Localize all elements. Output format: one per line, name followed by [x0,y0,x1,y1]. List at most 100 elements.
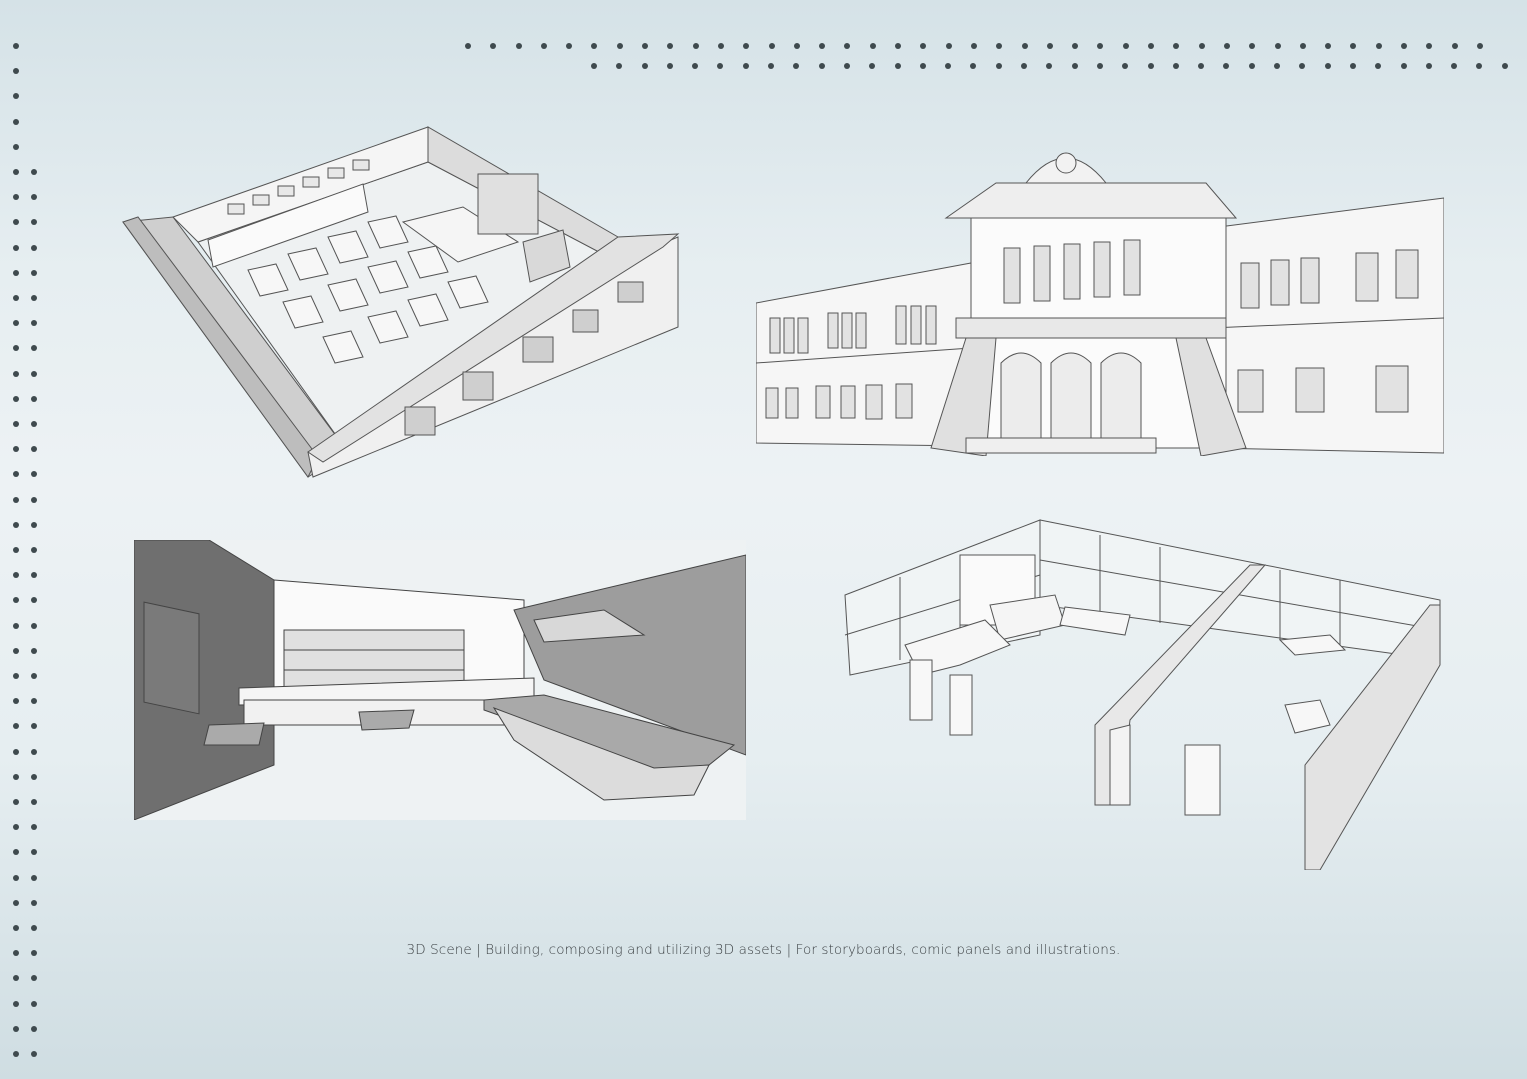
decorative-dot [1148,63,1154,69]
decorative-dot [13,774,19,780]
decorative-dot [31,875,37,881]
decorative-dot [591,63,597,69]
decorative-dot [13,1001,19,1007]
decorative-dot [667,43,673,49]
caption-text: 3D Scene | Building, composing and utili… [406,942,1121,958]
decorative-dot [1451,63,1457,69]
decorative-dot [1452,43,1458,49]
decorative-dot [1325,43,1331,49]
decorative-dot [31,219,37,225]
decorative-dot [13,1051,19,1057]
decorative-dot [13,93,19,99]
decorative-dot [743,63,749,69]
decorative-dot [31,849,37,855]
decorative-dot [1097,63,1103,69]
decorative-dot [996,63,1002,69]
decorative-dot [31,522,37,528]
decorative-dot [1123,43,1129,49]
decorative-dot [1300,43,1306,49]
decorative-dot [31,194,37,200]
decorative-dot [13,270,19,276]
decorative-dot [642,63,648,69]
decorative-dot [869,63,875,69]
decorative-dot [1021,63,1027,69]
decorative-dot [31,547,37,553]
decorative-dot [31,673,37,679]
decorative-dot [13,371,19,377]
decorative-dot [1122,63,1128,69]
decorative-dot [1477,43,1483,49]
decorative-dot [13,68,19,74]
decorative-dot [794,43,800,49]
bar-room-illustration [134,540,746,820]
decorative-dot [13,824,19,830]
decorative-dot [1097,43,1103,49]
decorative-dot [1299,63,1305,69]
decorative-dot [844,63,850,69]
decorative-dot [1249,43,1255,49]
decorative-dot [617,43,623,49]
decorative-dot [13,497,19,503]
decorative-dot [1047,43,1053,49]
decorative-dot [31,421,37,427]
decorative-dot [13,471,19,477]
decorative-dot [1274,63,1280,69]
decorative-dot [13,799,19,805]
decorative-dot [13,219,19,225]
decorative-dot [31,975,37,981]
decorative-dot [13,43,19,49]
decorative-dot [13,1026,19,1032]
decorative-dot [717,63,723,69]
decorative-dot [31,597,37,603]
decorative-dot [1072,63,1078,69]
decorative-dot [31,824,37,830]
decorative-dot [1375,63,1381,69]
decorative-dot [31,320,37,326]
decorative-dot [769,43,775,49]
decorative-dot [31,295,37,301]
decorative-dot [31,572,37,578]
decorative-dot [13,320,19,326]
classroom-illustration [122,126,680,478]
decorative-dot [743,43,749,49]
decorative-dot [13,723,19,729]
decorative-dot [1022,43,1028,49]
decorative-dot [31,245,37,251]
decorative-dot [996,43,1002,49]
decorative-dot [566,43,572,49]
decorative-dot [1426,43,1432,49]
decorative-dot [31,749,37,755]
decorative-dot [13,975,19,981]
decorative-dot [31,900,37,906]
decorative-dot [1376,43,1382,49]
decorative-dot [693,43,699,49]
decorative-dot [13,572,19,578]
decorative-dot [31,925,37,931]
decorative-dot [490,43,496,49]
decorative-dot [31,648,37,654]
decorative-dot [1198,63,1204,69]
decorative-dot [13,623,19,629]
decorative-dot [1401,63,1407,69]
decorative-dot [31,446,37,452]
decorative-dot [31,774,37,780]
decorative-dot [970,63,976,69]
building-facade-illustration [756,152,1444,456]
decorative-dot [1199,43,1205,49]
decorative-dot [13,169,19,175]
decorative-dot [616,63,622,69]
decorative-dot [591,43,597,49]
decorative-dot [946,43,952,49]
decorative-dot [31,371,37,377]
decorative-dot [13,144,19,150]
decorative-dot [31,396,37,402]
decorative-dot [13,900,19,906]
decorative-dot [718,43,724,49]
decorative-dot [13,119,19,125]
decorative-dot [31,169,37,175]
decorative-dot [895,43,901,49]
decorative-dot [870,43,876,49]
decorative-dot [1224,43,1230,49]
decorative-dot [31,723,37,729]
decorative-dot [13,421,19,427]
